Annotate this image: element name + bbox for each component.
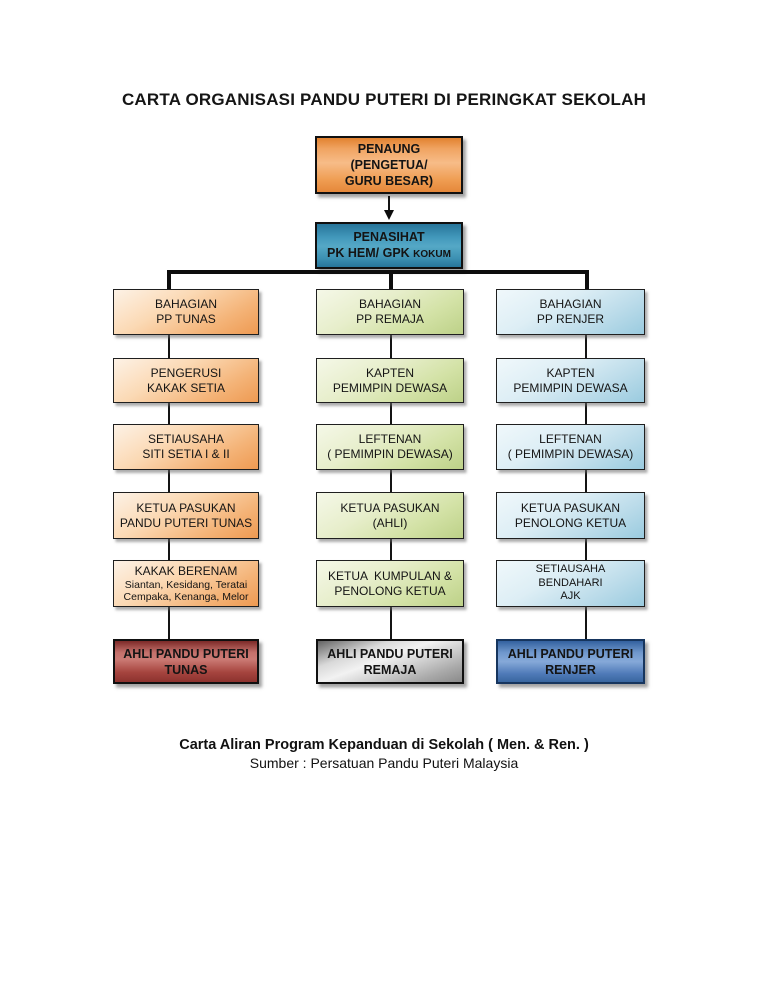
box-bahagian-pp-tunas: BAHAGIAN PP TUNAS	[113, 289, 259, 335]
box-ahli-pp-renjer: AHLI PANDU PUTERI RENJER	[496, 639, 645, 684]
connector-line	[585, 607, 587, 639]
box-line: PENOLONG KETUA	[334, 583, 446, 598]
box-line: LEFTENAN	[539, 432, 602, 446]
box-ketua-pasukan-renjer: KETUA PASUKAN PENOLONG KETUA	[496, 492, 645, 539]
box-line: BAHAGIAN	[539, 297, 602, 311]
box-line: SETIAUSAHA	[147, 432, 225, 446]
box-line: PANDU PUTERI TUNAS	[119, 515, 253, 530]
box-line: PK HEM/ GPK KOKUM	[327, 245, 451, 263]
box-ahli-pp-remaja: AHLI PANDU PUTERI REMAJA	[316, 639, 464, 684]
connector-line	[390, 470, 392, 492]
box-line: PENAUNG	[357, 142, 421, 156]
box-line: PEMIMPIN DEWASA	[513, 380, 628, 395]
box-line: AHLI PANDU PUTERI	[123, 646, 249, 661]
box-setiausaha-bendahari-ajk: SETIAUSAHA BENDAHARI AJK	[496, 560, 645, 607]
page-title: CARTA ORGANISASI PANDU PUTERI DI PERINGK…	[121, 90, 647, 109]
box-line: ( PEMIMPIN DEWASA)	[507, 447, 634, 461]
box-line: AJK	[560, 590, 581, 603]
caption-source: Sumber : Persatuan Pandu Puteri Malaysia	[249, 755, 519, 771]
box-ketua-pasukan-tunas: KETUA PASUKAN PANDU PUTERI TUNAS	[113, 492, 259, 539]
box-line: AHLI PANDU PUTERI	[327, 646, 453, 661]
box-line: KETUA PASUKAN	[340, 500, 440, 515]
box-pengerusi-kakak-setia: PENGERUSI KAKAK SETIA	[113, 358, 259, 403]
box-line: PENGERUSI	[150, 365, 222, 380]
box-leftenan-remaja: LEFTENAN ( PEMIMPIN DEWASA)	[316, 424, 464, 470]
box-line: TUNAS	[164, 662, 208, 677]
down-arrow-icon	[384, 210, 394, 220]
box-line: PP TUNAS	[156, 312, 216, 326]
box-line: BENDAHARI	[538, 576, 603, 589]
connector-line	[390, 403, 392, 424]
connector-line	[388, 196, 390, 211]
box-line: PP RENJER	[536, 312, 605, 326]
box-line: PEMIMPIN DEWASA	[332, 380, 448, 395]
caption-title: Carta Aliran Program Kepanduan di Sekola…	[179, 737, 589, 753]
box-subline: Siantan, Kesidang, Teratai	[124, 579, 248, 591]
box-ketua-pasukan-remaja: KETUA PASUKAN (AHLI)	[316, 492, 464, 539]
box-line: KETUA KUMPULAN &	[327, 568, 453, 583]
box-line: (AHLI)	[372, 515, 408, 530]
box-line: PENASIHAT	[353, 229, 425, 244]
box-penaung: PENAUNG (PENGETUA/ GURU BESAR)	[315, 136, 463, 194]
box-line-part-small: KOKUM	[413, 248, 451, 260]
box-kakak-berenam: KAKAK BERENAM Siantan, Kesidang, Teratai…	[113, 560, 259, 607]
box-subline: Cempaka, Kenanga, Melor	[123, 591, 249, 603]
box-line: AHLI PANDU PUTERI	[507, 646, 634, 661]
connector-line	[168, 403, 170, 424]
branch-stub-left	[167, 270, 171, 289]
box-line: (PENGETUA/	[350, 158, 428, 172]
box-bahagian-pp-renjer: BAHAGIAN PP RENJER	[496, 289, 645, 335]
connector-line	[390, 607, 392, 639]
connector-line	[585, 470, 587, 492]
box-line: BAHAGIAN	[358, 297, 421, 311]
branch-stub-center	[389, 270, 393, 289]
connector-line	[168, 539, 170, 560]
box-line: REMAJA	[363, 662, 417, 677]
branch-bar	[167, 270, 589, 274]
connector-line	[390, 335, 392, 358]
box-line: KETUA PASUKAN	[520, 500, 621, 515]
connector-line	[168, 607, 170, 639]
box-ahli-pp-tunas: AHLI PANDU PUTERI TUNAS	[113, 639, 259, 684]
box-kapten-renjer: KAPTEN PEMIMPIN DEWASA	[496, 358, 645, 403]
box-line: BAHAGIAN	[154, 297, 217, 311]
box-ketua-kumpulan: KETUA KUMPULAN & PENOLONG KETUA	[316, 560, 464, 607]
box-line: PP REMAJA	[356, 312, 424, 326]
box-line: GURU BESAR)	[344, 174, 434, 188]
box-line: KAPTEN	[365, 365, 414, 380]
box-line: KETUA PASUKAN	[136, 500, 236, 515]
box-bahagian-pp-remaja: BAHAGIAN PP REMAJA	[316, 289, 464, 335]
caption: Carta Aliran Program Kepanduan di Sekola…	[0, 736, 768, 772]
box-setiausaha-siti-setia: SETIAUSAHA SITI SETIA I & II	[113, 424, 259, 470]
connector-line	[585, 403, 587, 424]
box-line-part: PK HEM/ GPK	[327, 245, 414, 260]
box-penasihat: PENASIHAT PK HEM/ GPK KOKUM	[315, 222, 463, 269]
box-line: SETIAUSAHA	[535, 563, 606, 576]
box-line: PENOLONG KETUA	[514, 515, 627, 530]
connector-line	[390, 539, 392, 560]
box-line: ( PEMIMPIN DEWASA)	[327, 447, 453, 461]
box-line: LEFTENAN	[358, 432, 422, 446]
connector-line	[585, 539, 587, 560]
box-line: KAKAK BERENAM	[134, 564, 238, 578]
box-line: KAKAK SETIA	[146, 380, 226, 395]
branch-stub-right	[585, 270, 589, 289]
box-line: KAPTEN	[546, 365, 595, 380]
box-line: RENJER	[545, 662, 596, 677]
connector-line	[168, 470, 170, 492]
box-leftenan-renjer: LEFTENAN ( PEMIMPIN DEWASA)	[496, 424, 645, 470]
connector-line	[585, 335, 587, 358]
box-kapten-remaja: KAPTEN PEMIMPIN DEWASA	[316, 358, 464, 403]
box-line: SITI SETIA I & II	[142, 447, 230, 461]
connector-line	[168, 335, 170, 358]
